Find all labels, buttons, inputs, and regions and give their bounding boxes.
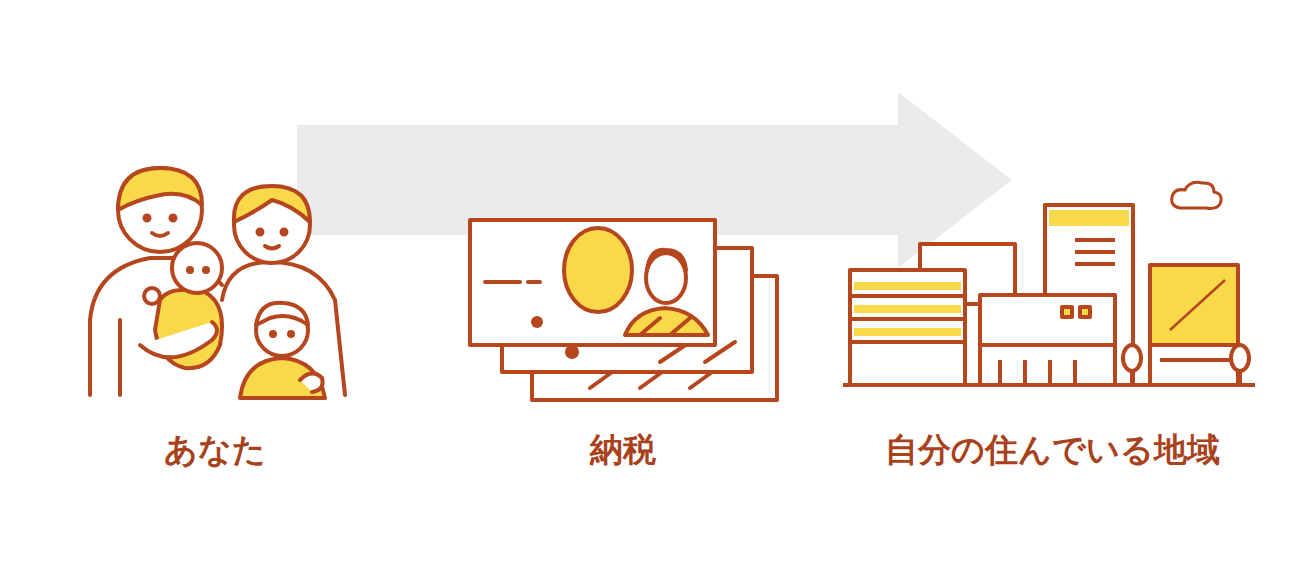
caption-label: 自分の住んでいる地域 [885,430,1220,470]
city-icon [843,182,1255,385]
banknotes-icon [470,220,777,400]
caption-label: あなた [164,430,266,470]
caption-label: 納税 [590,430,656,470]
family-icon [90,168,345,398]
